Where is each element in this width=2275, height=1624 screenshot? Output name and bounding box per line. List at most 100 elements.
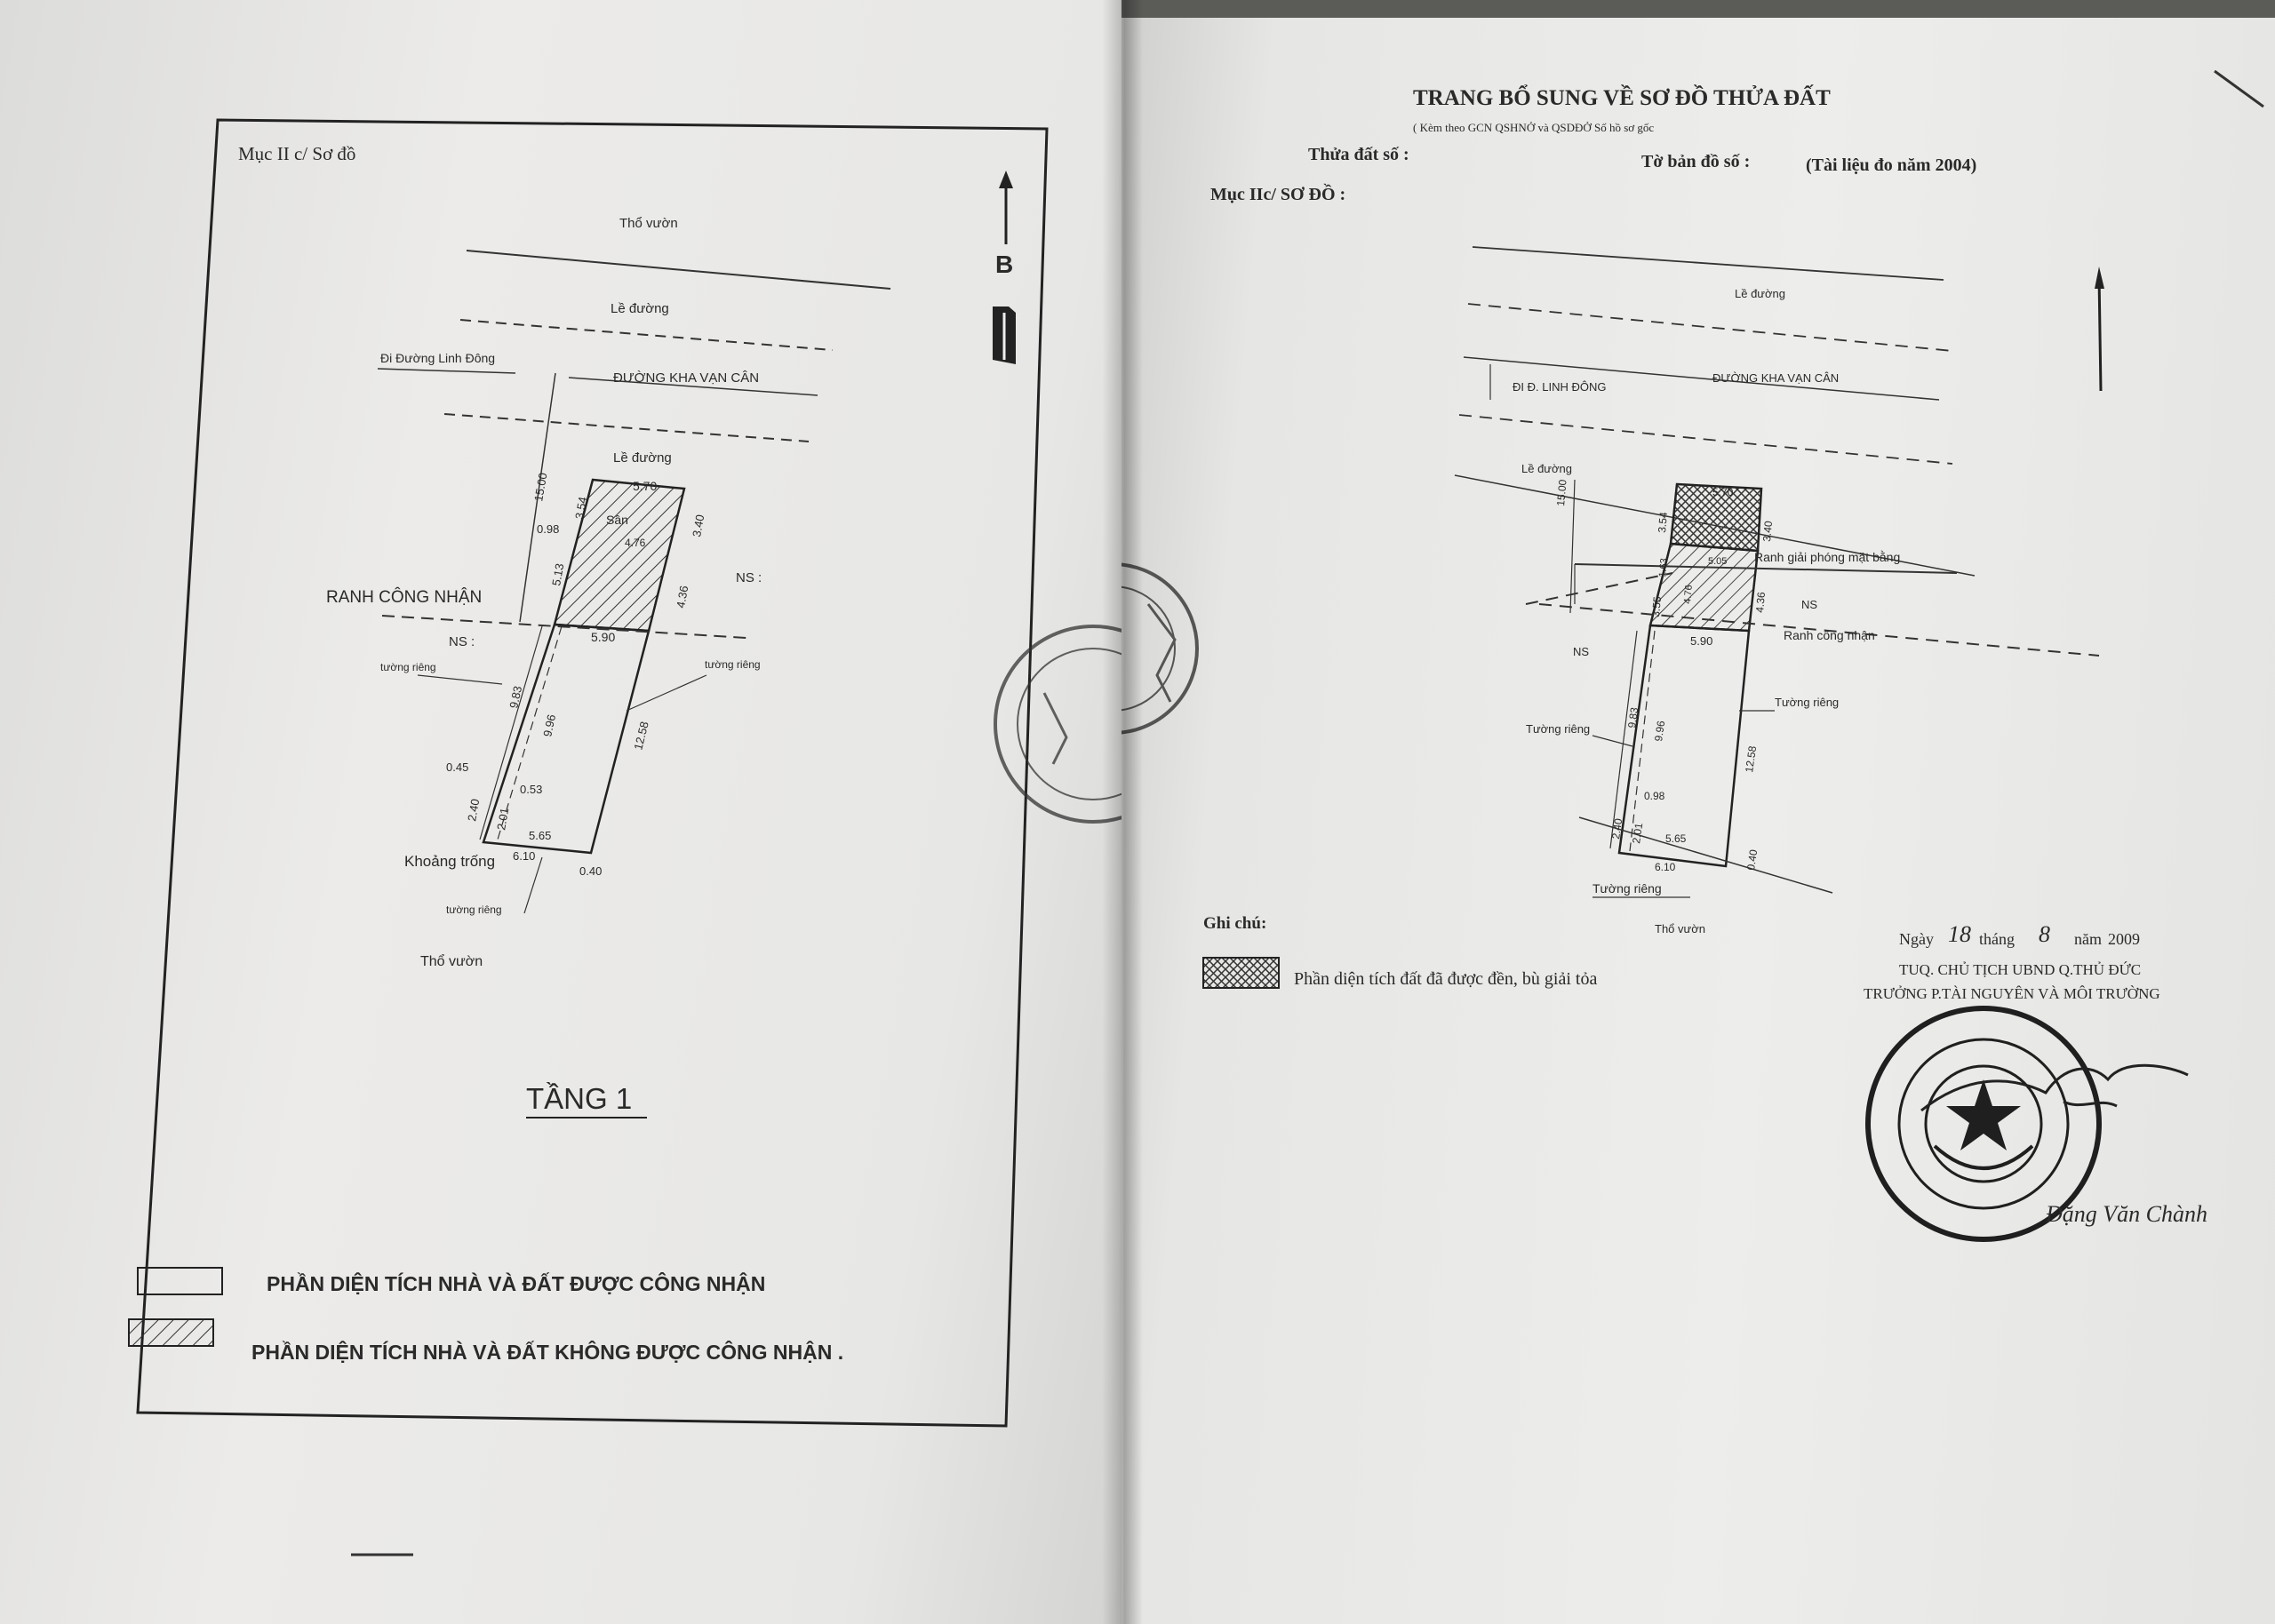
dim-983: 9.83 bbox=[1625, 706, 1640, 728]
left-frame bbox=[136, 118, 1049, 1428]
dim-513: 5.13 bbox=[549, 562, 566, 587]
left-tuong-rieng-bottom: tường riêng bbox=[446, 904, 502, 916]
left-ranh-cong-nhan: RANH CÔNG NHẬN bbox=[326, 587, 482, 607]
dim-201: 2.01 bbox=[1630, 822, 1645, 844]
dim-163: 1.63 bbox=[1657, 558, 1670, 577]
floor-title: TẦNG 1 bbox=[526, 1082, 632, 1115]
tai-lieu-label: (Tài liệu đo năm 2004) bbox=[1806, 155, 1976, 175]
right-tho-vuon: Thổ vườn bbox=[1655, 922, 1705, 935]
dim-996: 9.96 bbox=[540, 713, 558, 738]
dim-098: 0.98 bbox=[537, 522, 559, 536]
dim-436: 4.36 bbox=[674, 585, 690, 609]
north-arrow-icon bbox=[2095, 267, 2104, 392]
dim-590: 5.90 bbox=[1690, 634, 1712, 648]
right-tuong-rieng-right: Tường riêng bbox=[1775, 696, 1839, 709]
date-month-label: tháng bbox=[1979, 930, 2015, 948]
left-street-name: ĐƯỜNG KHA VẠN CÂN bbox=[613, 370, 759, 386]
dim-355: 3.55 bbox=[1649, 595, 1664, 617]
right-street-name: ĐƯỜNG KHA VẠN CÂN bbox=[1712, 371, 1839, 385]
left-le-duong: Lề đường bbox=[613, 450, 672, 466]
dim-040: 0.40 bbox=[579, 864, 602, 878]
legend-recognized-swatch bbox=[137, 1267, 223, 1295]
legend-not-recognized: PHẦN DIỆN TÍCH NHÀ VÀ ĐẤT KHÔNG ĐƯỢC CÔN… bbox=[251, 1340, 843, 1364]
right-le-duong: Lề đường bbox=[1521, 462, 1572, 475]
signer-name: Đặng Văn Chành bbox=[2045, 1201, 2207, 1227]
left-di-duong: Đi Đường Linh Đông bbox=[380, 351, 495, 365]
partial-seal-icon bbox=[994, 625, 1122, 824]
dim-505: 5.05 bbox=[1708, 556, 1727, 567]
dim-565: 5.65 bbox=[529, 829, 551, 842]
dim-040: 0.40 bbox=[1744, 848, 1760, 871]
right-page: TRANG BỔ SUNG VỀ SƠ ĐỒ THỬA ĐẤT ( Kèm th… bbox=[1122, 18, 2275, 1624]
right-ns-right: NS bbox=[1801, 598, 1817, 611]
signature-icon bbox=[1920, 1063, 2189, 1112]
to-ban-do-label: Tờ bản đồ số : bbox=[1641, 152, 1750, 171]
left-tho-vuon-bottom: Thổ vườn bbox=[420, 953, 483, 969]
date-day: 18 bbox=[1948, 921, 1971, 947]
date-year-label: năm bbox=[2074, 930, 2102, 948]
dim-476: 4.76 bbox=[1682, 585, 1695, 604]
right-subtitle: ( Kèm theo GCN QSHNỞ và QSDĐỞ Số hồ sơ g… bbox=[1413, 121, 1654, 134]
left-le-duong-top: Lề đường bbox=[611, 301, 669, 316]
left-plan-drawing: Mục II c/ Sơ đồ B Thổ vườn Lề đường Đi Đ… bbox=[128, 118, 1122, 1556]
dim-590: 5.90 bbox=[591, 630, 615, 644]
left-san-label: Sân bbox=[606, 513, 628, 527]
right-unrecognized-area bbox=[1648, 542, 1760, 633]
dim-053: 0.53 bbox=[520, 783, 542, 796]
left-tuong-rieng-left: tường riêng bbox=[380, 661, 436, 673]
ranh-cong-nhan-label: Ranh công nhận bbox=[1784, 628, 1875, 642]
dim-436: 4.36 bbox=[1753, 591, 1768, 613]
dim-15: 15.00 bbox=[531, 472, 549, 503]
date-month: 8 bbox=[2039, 921, 2050, 947]
left-section-title: Mục II c/ Sơ đồ bbox=[238, 143, 355, 164]
left-recognized-area bbox=[482, 623, 651, 855]
right-recognized-area bbox=[1617, 624, 1751, 868]
right-section-title: Mục IIc/ SƠ ĐỒ : bbox=[1210, 183, 1345, 204]
legend-not-recognized-swatch bbox=[128, 1318, 214, 1347]
partial-seal-left-icon bbox=[1122, 562, 1199, 735]
dim-565: 5.65 bbox=[1665, 832, 1687, 845]
north-arrow-icon bbox=[993, 171, 1016, 364]
left-page: Mục II c/ Sơ đồ B Thổ vườn Lề đường Đi Đ… bbox=[0, 0, 1122, 1624]
legend-compensated-swatch bbox=[1202, 957, 1280, 989]
dim-996: 9.96 bbox=[1652, 720, 1667, 742]
dim-098: 0.98 bbox=[1644, 790, 1665, 802]
left-ns-left: NS : bbox=[449, 634, 475, 649]
left-unrecognized-area bbox=[553, 478, 686, 633]
right-di-duong: ĐI Đ. LINH ĐÔNG bbox=[1513, 380, 1606, 394]
dim-240: 2.40 bbox=[465, 798, 482, 823]
sign-line1: TUQ. CHỦ TỊCH UBND Q.THỦ ĐỨC bbox=[1899, 961, 2141, 978]
right-title: TRANG BỔ SUNG VỀ SƠ ĐỒ THỬA ĐẤT bbox=[1413, 84, 1831, 110]
dim-354: 3.54 bbox=[572, 496, 589, 521]
north-label: B bbox=[995, 251, 1013, 278]
official-seal-icon bbox=[1865, 1006, 2102, 1242]
dim-1258: 12.58 bbox=[1743, 744, 1759, 773]
dim-045: 0.45 bbox=[446, 760, 468, 774]
dim-610: 6.10 bbox=[1655, 861, 1676, 873]
right-tuong-rieng-left: Tường riêng bbox=[1526, 722, 1590, 736]
right-tuong-rieng-bottom: Tường riêng bbox=[1592, 881, 1662, 896]
dim-354: 3.54 bbox=[1656, 511, 1670, 533]
book-gutter bbox=[1102, 0, 1143, 1624]
right-le-duong-top: Lề đường bbox=[1735, 287, 1785, 300]
right-plan-drawing: TRANG BỔ SUNG VỀ SƠ ĐỒ THỬA ĐẤT ( Kèm th… bbox=[1122, 69, 2264, 1242]
sign-line2: TRƯỞNG P.TÀI NGUYÊN VÀ MÔI TRƯỜNG bbox=[1864, 985, 2160, 1002]
ghi-chu-label: Ghi chú: bbox=[1203, 914, 1266, 933]
dim-201: 2.01 bbox=[494, 807, 511, 832]
dim-340: 3.40 bbox=[690, 513, 706, 538]
left-khoang-trong: Khoảng trống bbox=[404, 853, 495, 870]
dim-340: 3.40 bbox=[1760, 520, 1775, 542]
left-tho-vuon-top: Thổ vườn bbox=[619, 216, 678, 231]
dim-top: 5.70 bbox=[633, 479, 657, 493]
dim-top: 5.70 bbox=[1712, 486, 1734, 498]
dim-610: 6.10 bbox=[513, 849, 535, 863]
dim-476: 4.76 bbox=[625, 537, 646, 549]
date-prefix: Ngày bbox=[1899, 930, 1934, 948]
legend-compensated: Phần diện tích đất đã được đền, bù giải … bbox=[1294, 969, 1597, 989]
dim-15: 15.00 bbox=[1554, 479, 1569, 506]
dim-983: 9.83 bbox=[507, 685, 524, 710]
date-year: 2009 bbox=[2108, 930, 2140, 948]
left-ns-right: NS : bbox=[736, 570, 762, 585]
dim-1258: 12.58 bbox=[631, 720, 651, 752]
left-tuong-rieng-right: tường riêng bbox=[705, 658, 761, 671]
